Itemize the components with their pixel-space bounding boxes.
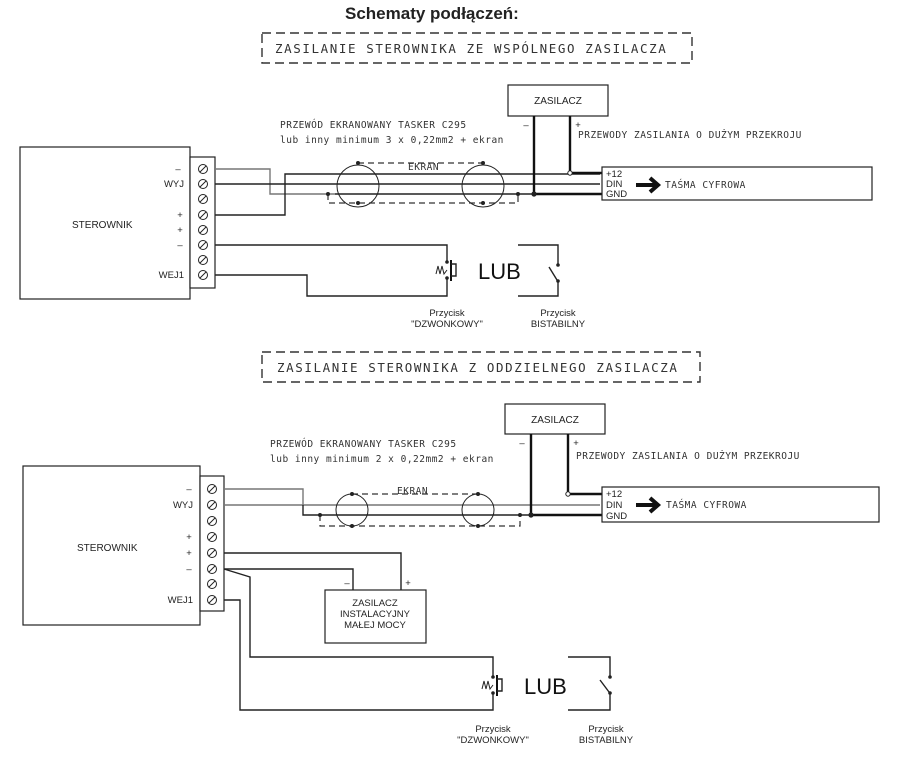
strip-pin-12v: +12 — [606, 169, 622, 180]
power-note: PRZEWODY ZASILANIA O DUŻYM PRZEKROJU — [578, 130, 802, 141]
small-psu-line2: INSTALACYJNY — [340, 609, 411, 620]
section-heading: ZASILANIE STEROWNIKA ZE WSPÓLNEGO ZASILA… — [275, 41, 667, 56]
wire-switch-a — [568, 656, 611, 676]
small-psu-minus-label: – — [344, 578, 350, 589]
terminal-label-minus-2: – — [177, 240, 183, 251]
psu-name: ZASILACZ — [534, 96, 582, 107]
button2-line1: Przycisk — [588, 724, 624, 735]
terminal-label-wej1: WEJ1 — [159, 270, 184, 281]
terminal-screws — [207, 484, 217, 605]
wire-button-a — [223, 568, 494, 677]
strip-pin-gnd: GND — [606, 511, 627, 522]
button1-line2: "DZWONKOWY" — [411, 319, 483, 330]
wire-data — [224, 488, 600, 506]
wire-gnd — [302, 505, 600, 516]
wire-small-psu-plus — [224, 552, 402, 590]
psu-plus-label: + — [573, 438, 579, 449]
or-label: LUB — [524, 674, 567, 699]
wire-switch-a — [518, 244, 559, 264]
wire-switch-b — [568, 694, 611, 711]
terminal-label-minus: – — [175, 164, 181, 175]
arrow-right-icon — [636, 176, 662, 194]
button1-line1: Przycisk — [429, 308, 465, 319]
wire-switch-b — [518, 281, 559, 297]
psu-minus-label: – — [523, 120, 529, 131]
cable-note-line1: PRZEWÓD EKRANOWANY TASKER C295 — [270, 438, 457, 450]
psu-minus-wire — [532, 116, 602, 196]
or-label: LUB — [478, 259, 521, 284]
wire-button-a — [215, 244, 448, 262]
doorbell-button-icon — [435, 260, 457, 281]
button2-line2: BISTABILNY — [579, 735, 634, 746]
small-psu-line1: ZASILACZ — [352, 598, 398, 609]
toggle-switch-icon — [548, 263, 560, 283]
shield-bottom — [319, 515, 521, 527]
section-heading-frame — [261, 351, 701, 383]
psu-name: ZASILACZ — [531, 415, 579, 426]
section-heading: ZASILANIE STEROWNIKA Z ODDZIELNEGO ZASIL… — [277, 360, 679, 375]
terminal-label-wyj: WYJ — [173, 500, 193, 511]
strip-pin-din: DIN — [606, 500, 623, 511]
shield-ring-2 — [461, 493, 495, 527]
psu-minus-wire — [529, 434, 602, 517]
shield-ring-1 — [336, 164, 380, 208]
terminal-label-minus-2: – — [186, 564, 192, 575]
power-note: PRZEWODY ZASILANIA O DUŻYM PRZEKROJU — [576, 451, 800, 462]
strip-pin-gnd: GND — [606, 189, 627, 200]
controller-name: STEROWNIK — [77, 543, 138, 554]
terminal-label-minus: – — [186, 484, 192, 495]
button1-line2: "DZWONKOWY" — [457, 735, 529, 746]
shield-ring-2 — [461, 164, 505, 208]
cable-note-line2: lub inny minimum 2 x 0,22mm2 + ekran — [270, 454, 494, 465]
shield-bottom — [327, 194, 519, 204]
button1-line1: Przycisk — [475, 724, 511, 735]
small-psu-line3: MAŁEJ MOCY — [344, 620, 406, 631]
controller-box — [19, 146, 191, 300]
terminal-block — [199, 475, 225, 612]
psu-minus-label: – — [519, 438, 525, 449]
wire-small-psu-minus — [224, 568, 354, 590]
toggle-switch-icon — [599, 675, 612, 695]
arrow-right-icon — [636, 496, 662, 514]
strip-pin-12v: +12 — [606, 489, 622, 500]
doorbell-button-icon — [481, 675, 503, 696]
wire-plus — [215, 173, 600, 216]
wire-button-b — [215, 274, 448, 297]
terminal-block — [189, 156, 216, 289]
controller-name: STEROWNIK — [72, 220, 133, 231]
button2-line1: Przycisk — [540, 308, 576, 319]
strip-label: TAŚMA CYFROWA — [665, 179, 746, 191]
shield-ring-1 — [335, 493, 369, 527]
led-strip-box — [601, 166, 873, 201]
small-psu-box — [324, 589, 427, 644]
psu-plus-label: + — [575, 120, 581, 131]
terminal-label-plus-2: + — [177, 225, 183, 236]
psu-box — [507, 84, 609, 117]
strip-label: TAŚMA CYFROWA — [666, 499, 747, 511]
terminal-label-plus: + — [186, 532, 192, 543]
section-heading-frame — [261, 32, 693, 64]
terminal-label-plus-2: + — [186, 548, 192, 559]
cable-note-line1: PRZEWÓD EKRANOWANY TASKER C295 — [280, 119, 467, 131]
strip-pin-din: DIN — [606, 179, 623, 190]
shield-label: EKRAN — [397, 486, 428, 497]
page-title: Schematy podłączeń: — [345, 4, 519, 23]
terminal-label-wej1: WEJ1 — [168, 595, 193, 606]
terminal-label-wyj: WYJ — [164, 179, 184, 190]
psu-box — [504, 403, 606, 435]
shield-label: EKRAN — [408, 162, 439, 173]
cable-note-line2: lub inny minimum 3 x 0,22mm2 + ekran — [280, 135, 504, 146]
terminal-label-plus: + — [177, 210, 183, 221]
terminal-screws — [198, 164, 208, 280]
controller-box — [22, 465, 201, 626]
wire-button-b — [224, 599, 494, 711]
wire-gnd — [215, 168, 335, 195]
small-psu-plus-label: + — [405, 578, 411, 589]
button2-line2: BISTABILNY — [531, 319, 586, 330]
section-separate-psu: ZASILANIE STEROWNIKA Z ODDZIELNEGO ZASIL… — [22, 351, 880, 746]
section-shared-psu: ZASILANIE STEROWNIKA ZE WSPÓLNEGO ZASILA… — [19, 32, 873, 330]
